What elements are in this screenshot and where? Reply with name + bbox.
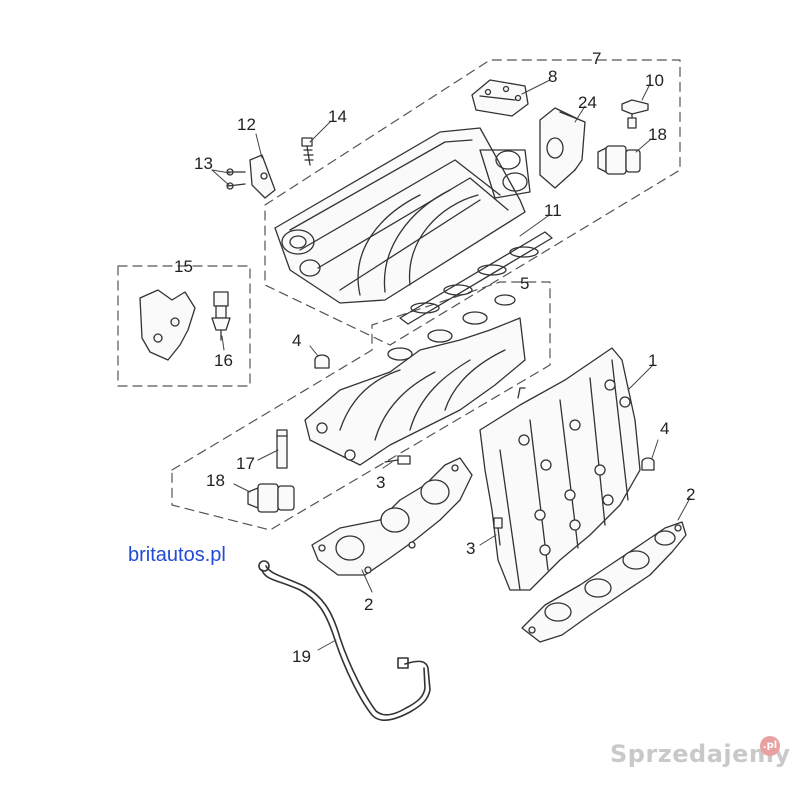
label-18-lower: 18 xyxy=(206,471,225,490)
intake-plenum xyxy=(274,127,531,304)
lower-runners xyxy=(304,294,526,466)
bolt-14 xyxy=(301,137,314,166)
brand-text: britautos.pl xyxy=(128,544,226,566)
label-4-right: 4 xyxy=(660,419,670,438)
leader-lines xyxy=(211,79,691,651)
part-18-clip-upper xyxy=(597,145,641,175)
part-24-bracket xyxy=(539,107,586,189)
part-18-clip-lower xyxy=(247,483,295,513)
label-18-upper: 18 xyxy=(648,125,667,144)
lower-manifold xyxy=(479,347,641,591)
watermark-badge: .pl xyxy=(760,736,780,756)
label-2-right: 2 xyxy=(686,485,696,504)
part-15-bracket xyxy=(139,289,196,361)
gasket-11 xyxy=(399,231,553,325)
label-16: 16 xyxy=(214,351,233,370)
part-8-module xyxy=(471,79,529,117)
part-10-sensor xyxy=(621,99,649,129)
label-1: 1 xyxy=(648,351,658,370)
label-2-duplicate: 3 xyxy=(376,473,386,492)
label-17: 17 xyxy=(236,454,255,473)
bracket-12 xyxy=(249,154,276,199)
part-16-sensor xyxy=(211,291,231,341)
gasket-2-left xyxy=(311,457,473,576)
label-2-bottom: 2 xyxy=(364,595,374,614)
part-4-cap-left xyxy=(314,354,330,369)
label-10: 10 xyxy=(645,71,664,90)
label-7: 7 xyxy=(592,49,602,68)
group-box-5 xyxy=(171,281,551,531)
label-5: 5 xyxy=(520,274,530,293)
label-4-left: 4 xyxy=(292,331,302,350)
pipe-19 xyxy=(258,560,431,721)
label-11: 11 xyxy=(544,201,562,220)
label-15: 15 xyxy=(174,257,193,276)
part-17-pin xyxy=(276,429,288,469)
label-8: 8 xyxy=(548,67,558,86)
label-12: 12 xyxy=(237,115,256,134)
label-14: 14 xyxy=(328,107,347,126)
label-3-right: 3 xyxy=(466,539,476,558)
label-24: 24 xyxy=(578,93,597,112)
gasket-2-right xyxy=(521,521,687,643)
part-4-cap-right xyxy=(641,457,655,471)
label-19: 19 xyxy=(292,647,311,666)
label-13: 13 xyxy=(194,154,213,173)
bolt-3-right xyxy=(493,517,503,546)
bolt-3-left xyxy=(384,455,411,465)
group-box-15 xyxy=(117,265,251,387)
